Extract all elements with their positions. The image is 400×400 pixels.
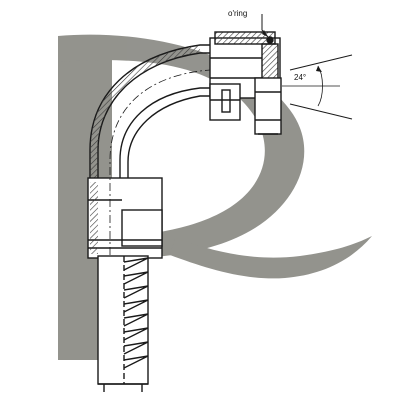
angle-line-bottom <box>289 103 353 120</box>
tube-inner-wall <box>119 87 210 205</box>
oring-leader-arrow <box>262 30 268 37</box>
ferrule-hatch <box>90 182 98 254</box>
body-block-window <box>221 89 231 113</box>
fitting-drawing <box>87 14 353 392</box>
tube-inner-wall-2 <box>127 95 210 205</box>
nut-top <box>214 31 276 45</box>
nut-hex <box>254 77 282 135</box>
nut-hex-detail <box>255 91 281 135</box>
stem-body <box>97 255 149 385</box>
oring-circle <box>266 36 274 44</box>
stem-serrations <box>123 257 149 369</box>
tube-outer-wall-2 <box>97 52 210 255</box>
angle-label: 24° <box>294 73 306 82</box>
oring-label: o'ring <box>228 9 247 18</box>
bend-centerline <box>109 69 211 255</box>
angle-line-top <box>289 54 353 71</box>
angle-arrow <box>316 66 322 72</box>
watermark-leg <box>170 236 372 279</box>
